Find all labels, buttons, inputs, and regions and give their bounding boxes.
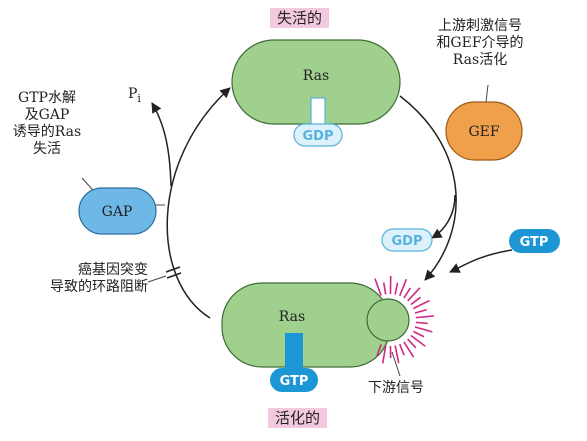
signal-burst-ray — [398, 343, 405, 356]
cycle-arrow-inactivation — [166, 87, 231, 319]
block-connector-line — [147, 275, 167, 283]
signal-burst-ray — [394, 282, 399, 295]
gef-connector-line — [485, 84, 489, 103]
gap-annotation: GTP水解 及GAP 诱导的Ras 失活 — [2, 90, 92, 158]
gtp-incoming-label: GTP — [520, 235, 549, 250]
ras-inactive-label: Ras — [303, 68, 329, 84]
gdp-released-label: GDP — [392, 234, 423, 249]
gtp-bound-label: GTP — [280, 374, 309, 389]
gef-shape — [445, 101, 523, 161]
gdp-release-arrow — [431, 194, 456, 239]
gap-label: GAP — [102, 204, 133, 220]
gef-annotation-line-3: Ras活化 — [452, 52, 508, 68]
gdp-bound-label: GDP — [303, 129, 334, 144]
gef-annotation-line-1: 上游刺激信号 — [438, 18, 522, 34]
inactive-state-label: 失活的 — [270, 8, 330, 28]
gdp-pocket — [310, 97, 326, 127]
gap-annotation-line-4: 失活 — [33, 141, 61, 157]
signal-burst-ray — [394, 345, 400, 364]
ras-active-shape — [221, 282, 410, 368]
gef-annotation: 上游刺激信号 和GEF介导的 Ras活化 — [415, 18, 545, 69]
signal-burst-ray — [412, 299, 430, 310]
ras-active-label: Ras — [279, 309, 305, 325]
cycle-break-mark — [165, 266, 182, 279]
gap-shape — [78, 187, 157, 235]
active-state-label: 活化的 — [268, 408, 328, 428]
signal-burst-ray — [403, 287, 412, 299]
gap-annotation-line-1: GTP水解 — [18, 90, 76, 106]
gtp-incoming-pill — [509, 229, 560, 253]
gdp-released-pill — [381, 228, 433, 252]
block-annotation-line-2: 导致的环路阻断 — [50, 279, 148, 295]
block-annotation: 癌基因突变 导致的环路阻断 — [30, 262, 148, 296]
phosphate-release-arrow — [151, 102, 172, 187]
signal-burst-ray — [410, 296, 421, 306]
gtp-pocket — [285, 333, 303, 371]
gef-annotation-line-2: 和GEF介导的 — [436, 35, 524, 51]
downstream-connector-line — [391, 351, 401, 377]
signal-burst-ray — [382, 282, 387, 295]
signal-burst-icon — [374, 275, 434, 364]
signal-burst-ray — [414, 326, 433, 333]
signal-burst-ray — [415, 321, 428, 325]
signal-burst-ray — [374, 278, 382, 296]
signal-burst-ray — [414, 308, 427, 314]
signal-burst-ray — [407, 287, 421, 302]
downstream-signal-label: 下游信号 — [368, 380, 424, 396]
gef-label: GEF — [468, 124, 499, 140]
signal-burst-ray — [403, 341, 415, 358]
gdp-bound-pill — [293, 123, 343, 147]
phosphate-label: Pi — [128, 86, 141, 105]
signal-burst-ray — [398, 278, 408, 297]
signal-burst-ray — [410, 334, 426, 347]
signal-burst-ray — [407, 338, 417, 349]
gtp-bound-pill — [270, 368, 318, 392]
signal-burst-ray — [415, 315, 434, 319]
signal-burst-ray — [376, 344, 382, 356]
phosphate-subscript: i — [137, 92, 141, 105]
gap-annotation-line-2: 及GAP — [24, 107, 70, 123]
signal-burst-ray — [412, 330, 425, 338]
gap-annotation-line-3: 诱导的Ras — [12, 124, 82, 140]
cycle-arrow-activation — [399, 95, 457, 281]
gtp-incoming-arrow — [449, 249, 513, 273]
block-annotation-line-1: 癌基因突变 — [78, 262, 148, 278]
signal-burst-ray — [381, 345, 387, 364]
